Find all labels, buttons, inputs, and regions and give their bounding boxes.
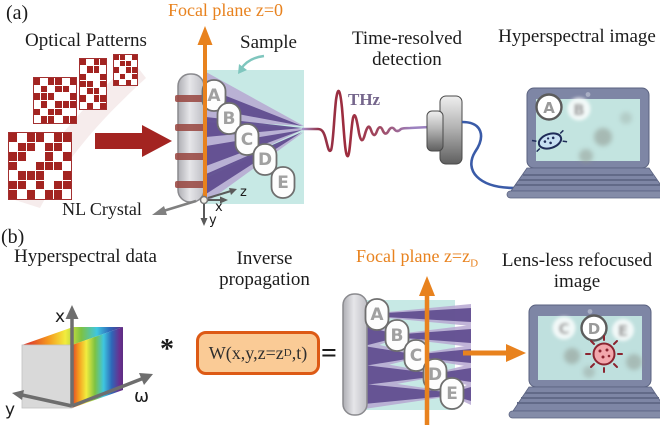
svg-text:E: E xyxy=(618,322,628,340)
laptop-a: B A xyxy=(506,87,660,199)
webcam-dot-b xyxy=(587,309,593,314)
focal-plane-b-subscript: D xyxy=(470,257,479,270)
svg-text:E: E xyxy=(446,384,458,404)
focal-plane-label-b: Focal plane z=zD xyxy=(328,246,506,270)
screen-label-blurry-C: C xyxy=(552,316,576,340)
focal-plane-label-a: Focal plane z=0 xyxy=(167,0,284,20)
focal-plane-arrow-b xyxy=(419,276,435,425)
formula-suffix: ,t) xyxy=(291,342,308,363)
lensless-title: Lens-less refocused image xyxy=(501,250,653,293)
keyboard-stripes-b xyxy=(517,392,660,404)
svg-text:D: D xyxy=(428,365,442,385)
svg-text:D: D xyxy=(588,320,600,338)
hyperspectral-data-title: Hyperspectral data xyxy=(14,246,157,267)
convolution-operator: * xyxy=(160,334,174,365)
beam-label-pills-b: A B C D E xyxy=(364,298,465,410)
cube-axis-y-label: y xyxy=(5,400,15,420)
screen-label-sharp-D: D xyxy=(580,314,608,342)
pill-b-E: E xyxy=(439,377,465,410)
svg-text:C: C xyxy=(558,320,569,338)
svg-text:A: A xyxy=(207,86,221,106)
pill-a-D: D xyxy=(252,143,278,176)
svg-text:E: E xyxy=(277,173,289,193)
svg-text:D: D xyxy=(258,150,272,170)
svg-text:C: C xyxy=(241,130,253,150)
equals-operator: = xyxy=(321,338,337,369)
panel-b-label: (b) xyxy=(1,226,25,248)
pill-b-A: A xyxy=(364,298,390,331)
pill-a-E: E xyxy=(270,166,296,199)
axis-x-label-a: x xyxy=(215,200,223,215)
beam-label-pills-a: A B C D E xyxy=(201,79,296,199)
sample-label: Sample xyxy=(240,32,297,53)
thz-waveform xyxy=(301,89,432,158)
formula-prefix: W(x,y,z=z xyxy=(208,342,284,363)
patterns-to-crystal-arrow xyxy=(95,125,172,157)
svg-text:B: B xyxy=(223,109,236,129)
axes-a xyxy=(199,188,237,226)
bacterium-icon xyxy=(531,129,568,153)
optical-pattern-4 xyxy=(113,54,138,86)
screen-label-blurry-a: B xyxy=(567,97,591,121)
panel-a-label: (a) xyxy=(6,2,29,24)
svg-text:A: A xyxy=(543,99,555,117)
nl-crystal-b xyxy=(342,293,368,416)
screen-blob xyxy=(564,348,642,378)
optical-patterns-title: Optical Patterns xyxy=(25,30,147,51)
webcam-dot-a xyxy=(585,92,591,97)
pill-a-B: B xyxy=(216,102,242,135)
sample-pointer-arrow xyxy=(238,54,265,74)
keyboard-stripes-a xyxy=(515,174,660,186)
pill-a-C: C xyxy=(234,123,260,156)
optical-pattern-1 xyxy=(8,132,72,200)
cube-axis-x-label: x xyxy=(55,307,65,327)
pill-a-A: A xyxy=(201,79,227,112)
inverse-propagation-title: Inverse propagation xyxy=(219,248,310,291)
crystal-excitation-bars xyxy=(175,95,207,188)
focal-plane-arrow-a xyxy=(197,26,213,202)
virus-icon xyxy=(585,335,623,373)
formula-subscript: D xyxy=(283,347,292,359)
laptop-b: C D E xyxy=(508,304,660,419)
nl-crystal-label: NL Crystal xyxy=(62,199,142,219)
axis-z-label-a: z xyxy=(240,185,247,200)
svg-text:C: C xyxy=(410,346,422,366)
svg-text:B: B xyxy=(573,101,584,119)
nl-crystal-pointer-arrow xyxy=(152,199,197,215)
detector-wire xyxy=(461,120,516,190)
screen-blob xyxy=(579,112,632,163)
optical-pattern-3 xyxy=(79,58,107,110)
time-resolved-title: Time-resolved detection xyxy=(351,28,463,71)
hyperspectral-image-title: Hyperspectral image xyxy=(498,26,656,47)
axis-y-label-a: y xyxy=(209,213,217,228)
focal-plane-b-text: Focal plane z=z xyxy=(355,246,471,266)
optical-pattern-2 xyxy=(33,77,77,124)
svg-text:B: B xyxy=(391,326,404,346)
screen-label-blurry-E: E xyxy=(612,319,634,341)
cube-axis-omega-label: ω xyxy=(134,386,149,407)
detector xyxy=(426,95,463,165)
pill-b-B: B xyxy=(384,319,410,352)
svg-text:A: A xyxy=(370,305,384,325)
thz-label: THz xyxy=(348,90,381,109)
refocus-arrow xyxy=(463,344,526,362)
cube-axes xyxy=(12,305,153,408)
screen-label-sharp-a: A xyxy=(535,93,563,121)
